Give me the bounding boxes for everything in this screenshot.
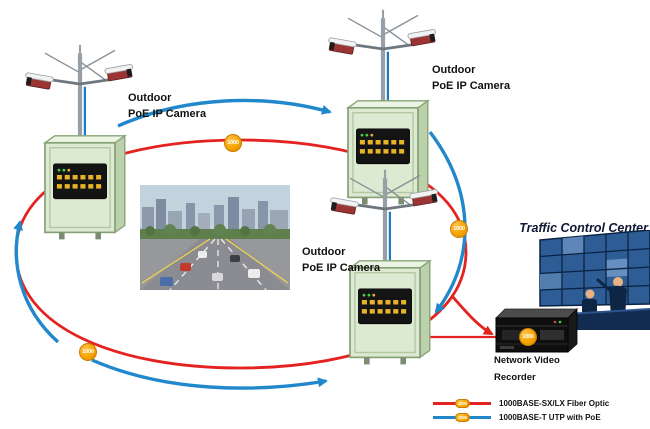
speed-badge-right: 1000 — [450, 220, 468, 238]
video-wall — [539, 230, 650, 307]
control-center-title: Traffic Control Center — [519, 221, 648, 235]
highway-photo — [140, 185, 290, 290]
city-skyline — [142, 197, 288, 231]
fiber-link-to-nvr — [450, 295, 494, 336]
camera-station-2 — [325, 8, 439, 206]
fiber-ring-path — [14, 138, 468, 370]
speed-badge-bottom: 1000 — [79, 343, 97, 361]
legend: 1000 1000BASE-SX/LX Fiber Optic 1000 100… — [433, 396, 609, 424]
fiber-line-sample: 1000 — [433, 398, 491, 408]
utp-arc-top — [117, 98, 332, 128]
fiber-speed-badge: 1000 — [455, 398, 470, 408]
utp-arc-left — [13, 220, 60, 344]
legend-row-utp: 1000 1000BASE-T UTP with PoE — [433, 410, 609, 424]
highway-cars — [160, 251, 260, 286]
utp-line-sample: 1000 — [433, 412, 491, 422]
legend-row-fiber: 1000 1000BASE-SX/LX Fiber Optic — [433, 396, 609, 410]
legend-utp-label: 1000BASE-T UTP with PoE — [499, 412, 601, 422]
legend-fiber-label: 1000BASE-SX/LX Fiber Optic — [499, 398, 610, 408]
trees-band — [140, 224, 290, 239]
speed-badge-top: 1000 — [224, 134, 242, 152]
camera-station-1 — [22, 43, 136, 241]
utp-arc-bottom — [91, 358, 328, 390]
speed-badge-nvr: 1000 — [519, 328, 537, 346]
utp-speed-badge: 1000 — [455, 412, 470, 422]
